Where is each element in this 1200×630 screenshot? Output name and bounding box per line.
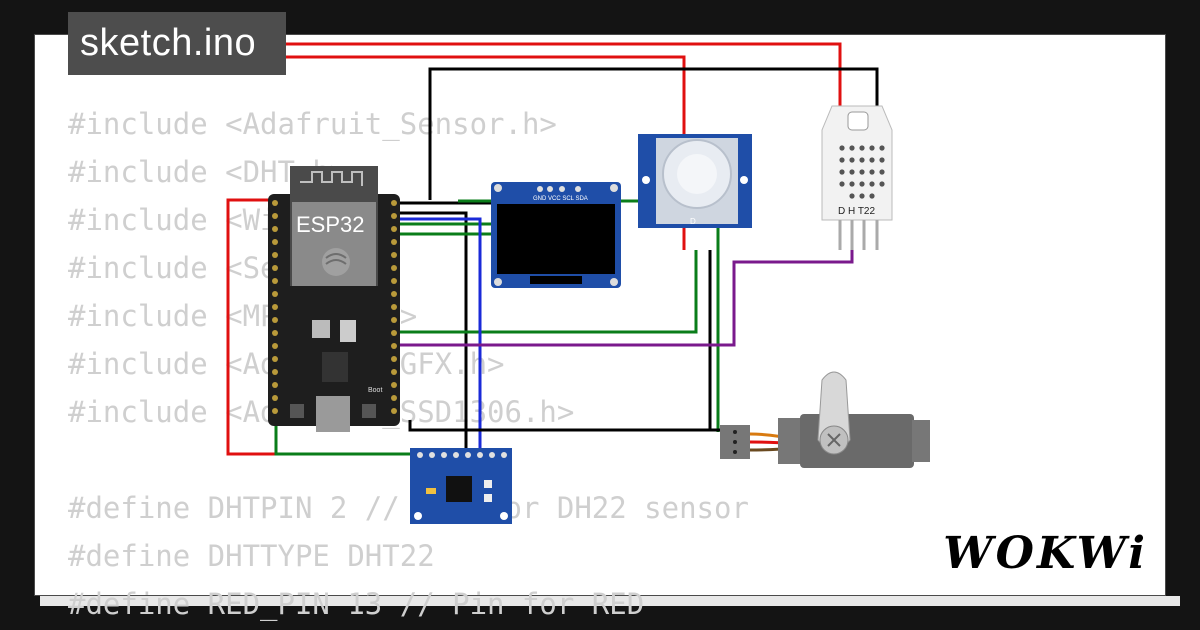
wire-purple-dht[interactable] (398, 250, 854, 347)
wire-red-left[interactable] (226, 198, 286, 456)
pir-sensor[interactable]: D (638, 134, 752, 228)
code-line: #define DHTPIN 2 // Pin for DH22 sensor (68, 491, 749, 525)
file-tab-label: sketch.ino (80, 22, 257, 64)
boot-label: Boot (368, 387, 382, 394)
wire-black-mpu[interactable] (398, 211, 468, 450)
servo-motor[interactable] (720, 371, 930, 468)
dht22-sensor[interactable]: D H T22 (821, 105, 893, 250)
editor-preview-frame (34, 34, 1166, 596)
esp32-board[interactable]: ESP32 Boot (268, 166, 400, 432)
pir-pin-label: D (690, 217, 696, 226)
code-line: #include <DHT.h> (68, 155, 348, 189)
wire-blue-mpu[interactable] (398, 217, 482, 450)
wire-green-pir[interactable] (398, 250, 698, 334)
frame-bottom-edge (40, 596, 1180, 606)
wokwi-logo: WOKWi (943, 528, 1148, 579)
code-line: #define RED_PIN 13 // Pin for RED (68, 587, 645, 621)
dht22-label: D H T22 (838, 206, 875, 217)
code-line: #define DHTTYPE DHT22 (68, 539, 435, 573)
mpu6050-module[interactable] (410, 448, 512, 524)
file-tab[interactable]: sketch.ino (68, 12, 286, 75)
esp32-label: ESP32 (296, 212, 365, 237)
oled-pin-labels: GND VCC SCL SDA (533, 196, 588, 202)
oled-display[interactable]: GND VCC SCL SDA (491, 182, 621, 288)
code-line: #include <Adafruit_Sensor.h> (68, 107, 557, 141)
